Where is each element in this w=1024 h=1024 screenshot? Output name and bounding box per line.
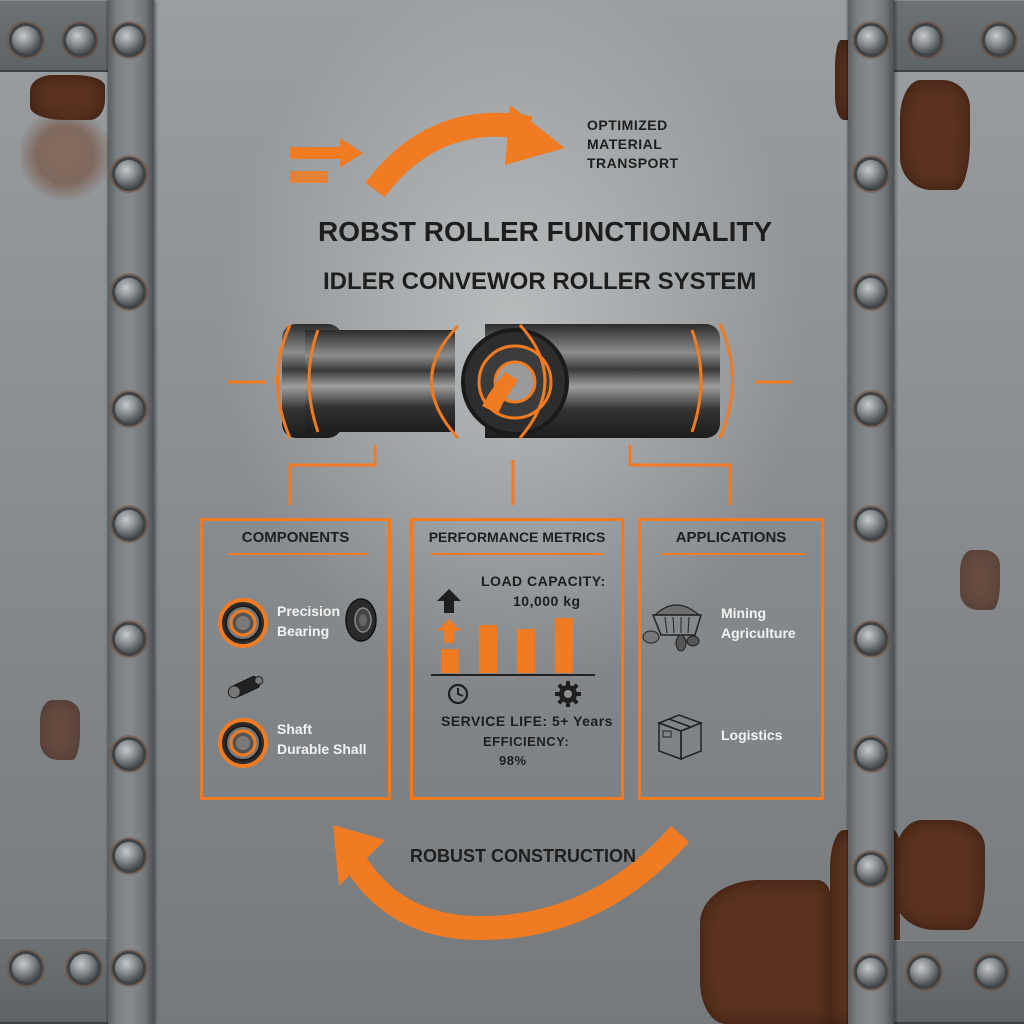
title-underline xyxy=(661,553,805,555)
caption-line: TRANSPORT xyxy=(587,155,679,171)
curved-arrow-left-icon xyxy=(333,825,689,941)
rivet xyxy=(115,26,143,54)
rivet xyxy=(857,958,885,986)
rivet xyxy=(985,26,1013,54)
bearing-ring-icon xyxy=(218,598,268,648)
load-capacity-value: 10,000 kg xyxy=(513,593,581,609)
application-label: Logistics xyxy=(721,727,783,743)
rivet xyxy=(857,510,885,538)
rust-patch xyxy=(960,550,1000,610)
rust-patch xyxy=(900,80,970,190)
rust-patch xyxy=(895,820,985,930)
sealed-bearing-icon xyxy=(345,598,377,642)
rivet xyxy=(857,160,885,188)
page-subtitle: IDLER CONVEWOR ROLLER SYSTEM xyxy=(323,268,757,295)
component-label: Precision Bearing xyxy=(277,601,340,641)
bulk-material-basket-icon xyxy=(642,604,703,652)
components-title: COMPONENTS xyxy=(241,529,350,546)
label-line: Mining xyxy=(721,605,767,621)
page-title: ROBST ROLLER FUNCTIONALITY xyxy=(318,216,773,247)
rust-patch xyxy=(40,700,80,760)
rivet xyxy=(115,842,143,870)
bar-chart-icon xyxy=(431,589,595,676)
load-capacity-label: LOAD CAPACITY: xyxy=(481,573,606,589)
rivet xyxy=(857,855,885,883)
curved-arrow-right-icon xyxy=(365,105,565,198)
applications-panel: APPLICATIONS Mining Agriculture Logistic… xyxy=(638,518,824,800)
idler-roller-illustration xyxy=(228,323,792,505)
rivet xyxy=(857,395,885,423)
rivet xyxy=(115,740,143,768)
label-line: Durable Shall xyxy=(277,741,367,757)
rivet xyxy=(977,958,1005,986)
corner-plate-bottom-left xyxy=(0,938,108,1024)
label-line: Agriculture xyxy=(721,625,796,641)
service-life: SERVICE LIFE: 5+ Years xyxy=(441,713,613,729)
rust-patch xyxy=(700,880,830,1024)
rivet xyxy=(115,160,143,188)
rivet xyxy=(66,26,94,54)
performance-panel: PERFORMANCE METRICS LOAD CAPACITY: 10,00… xyxy=(410,518,624,800)
label-line: Bearing xyxy=(277,623,330,639)
rivet xyxy=(115,395,143,423)
label-line: Shaft xyxy=(277,721,312,737)
rivet xyxy=(12,26,40,54)
shaft-icon xyxy=(227,675,264,699)
bottom-caption: ROBUST CONSTRUCTION xyxy=(410,846,636,866)
gear-icon xyxy=(555,681,581,707)
rivet xyxy=(910,958,938,986)
components-panel: COMPONENTS Precision Bearing Shaft Durab… xyxy=(200,518,391,800)
rivet xyxy=(115,278,143,306)
efficiency-value: 98% xyxy=(499,753,527,768)
title-underline xyxy=(228,553,368,555)
rivet xyxy=(912,26,940,54)
rivet xyxy=(857,625,885,653)
caption-line: OPTIMIZED xyxy=(587,117,668,133)
rivet xyxy=(115,510,143,538)
efficiency-label: EFFICIENCY: xyxy=(483,734,570,749)
rivet xyxy=(857,278,885,306)
title-underline xyxy=(431,553,603,555)
rivet xyxy=(70,954,98,982)
component-label: Shaft Durable Shall xyxy=(277,719,366,759)
caption-line: MATERIAL xyxy=(587,136,663,152)
application-label: Mining Agriculture xyxy=(721,603,796,643)
arrow-caption: OPTIMIZED MATERIAL TRANSPORT xyxy=(587,116,679,173)
rust-streak xyxy=(20,110,110,200)
rivet xyxy=(115,954,143,982)
clock-icon xyxy=(447,683,469,705)
rivet xyxy=(115,625,143,653)
cardboard-box-icon xyxy=(656,714,704,761)
applications-title: APPLICATIONS xyxy=(675,529,787,546)
rivet xyxy=(857,740,885,768)
performance-title: PERFORMANCE METRICS xyxy=(428,529,606,545)
rivet xyxy=(12,954,40,982)
motion-lines-icon xyxy=(290,138,363,183)
label-line: Precision xyxy=(277,603,341,619)
bearing-ring-icon xyxy=(218,718,268,768)
rivet xyxy=(857,26,885,54)
